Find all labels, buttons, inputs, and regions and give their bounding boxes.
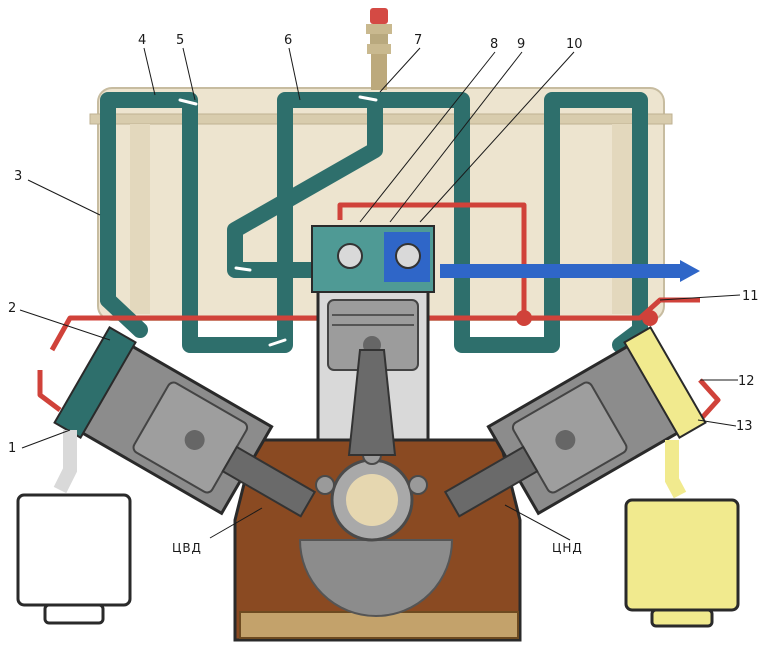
callout-2: 2 (8, 301, 16, 316)
right-cylinder (443, 326, 707, 518)
callout-11: 11 (742, 289, 759, 304)
callout-6: 6 (284, 33, 292, 48)
callout-3: 3 (14, 169, 22, 184)
intake-filter-left (16, 430, 132, 625)
callout-13: 13 (736, 419, 753, 434)
callout-leaders (19, 47, 741, 541)
intake-filter-right (624, 440, 740, 628)
callout-10: 10 (566, 37, 583, 52)
coil-right (367, 92, 648, 353)
label-low-pressure-cylinder: ЦНД (552, 541, 583, 555)
discharge-line (440, 260, 700, 282)
hot-air-line (37, 202, 721, 422)
callout-8: 8 (490, 37, 498, 52)
left-cylinder (53, 326, 317, 518)
label-high-pressure-cylinder: ЦВД (172, 541, 202, 555)
callout-9: 9 (517, 37, 525, 52)
callout-4: 4 (138, 33, 146, 48)
center-cylinder (311, 225, 435, 456)
callout-7: 7 (414, 33, 422, 48)
coil-left (100, 92, 383, 353)
callout-12: 12 (738, 374, 755, 389)
cooling-coil (100, 92, 648, 353)
callout-5: 5 (176, 33, 184, 48)
safety-valve (366, 8, 392, 90)
callout-labels: 1 2 3 4 5 6 7 8 9 10 11 12 13 ЦВД ЦНД (8, 33, 759, 555)
callout-1: 1 (8, 441, 16, 456)
